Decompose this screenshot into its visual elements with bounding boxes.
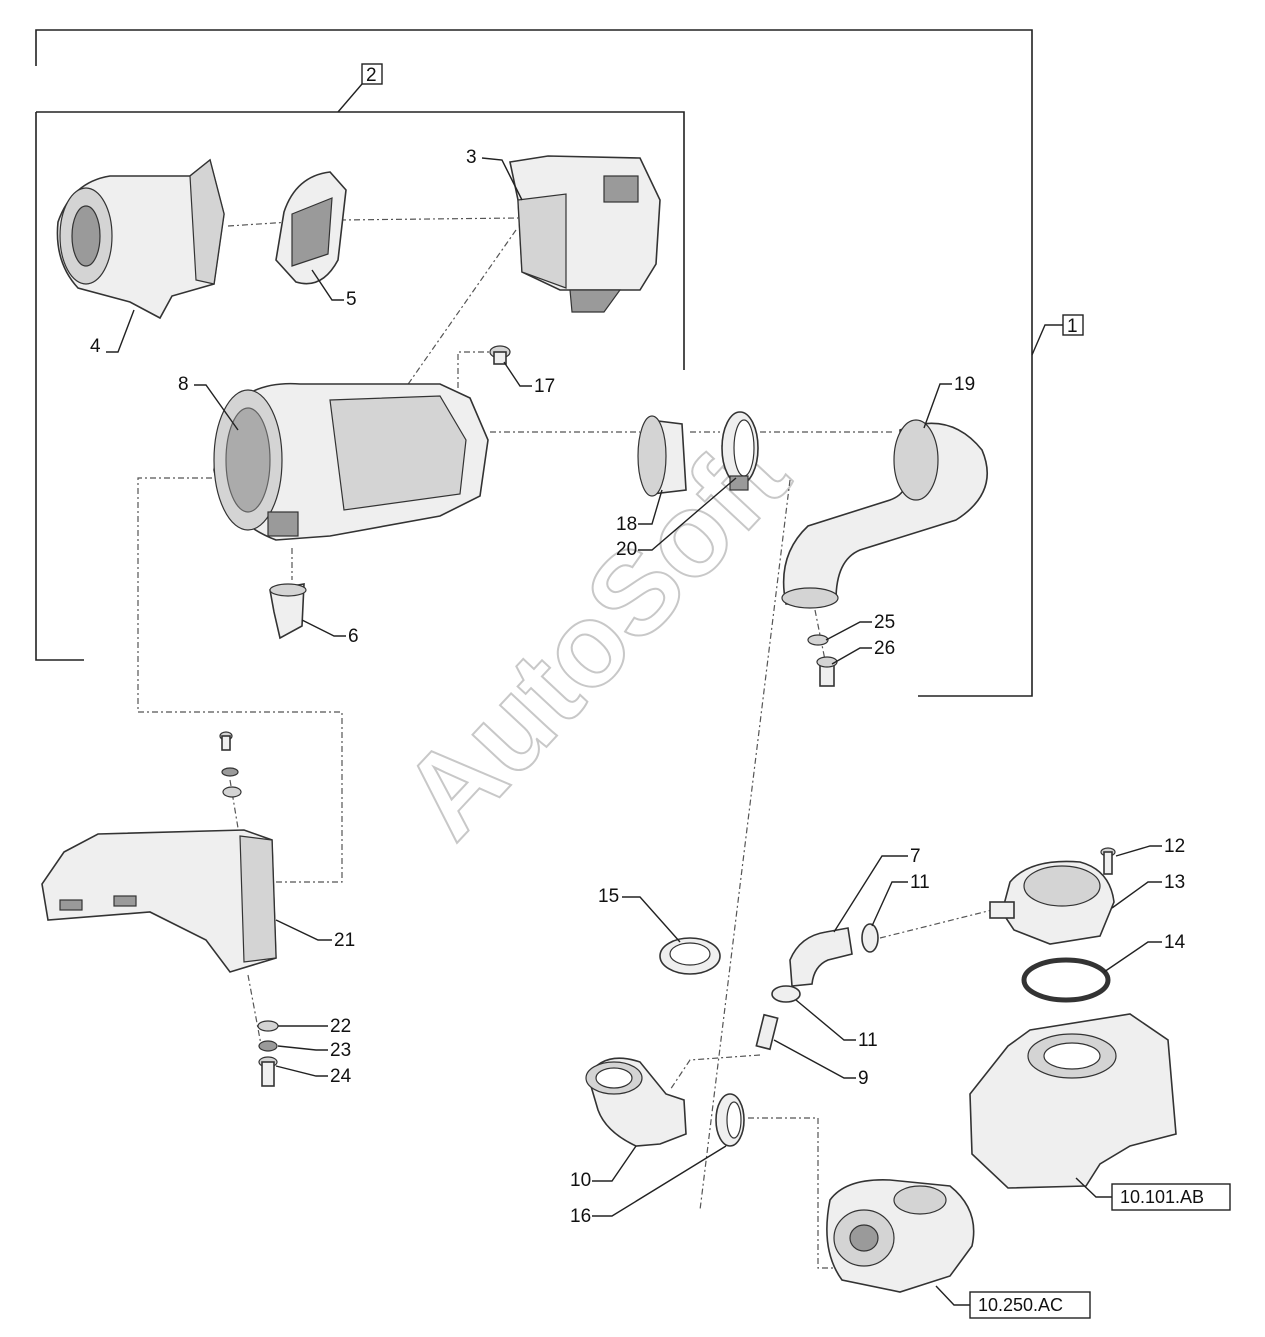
svg-text:18: 18 <box>616 514 637 535</box>
part-10-inlet-elbow <box>585 1057 687 1147</box>
part-16-clamp <box>715 1093 745 1147</box>
part-25-washer <box>807 634 829 646</box>
svg-text:14: 14 <box>1164 932 1186 953</box>
svg-text:21: 21 <box>334 930 355 951</box>
callout-20: 20 <box>616 477 737 560</box>
svg-text:9: 9 <box>858 1068 869 1089</box>
callout-25: 25 <box>825 612 895 641</box>
part-21-intake-duct <box>41 829 277 973</box>
svg-text:10: 10 <box>570 1170 591 1191</box>
svg-text:20: 20 <box>616 539 637 560</box>
part-7-breather-hose <box>789 927 853 987</box>
svg-text:19: 19 <box>954 374 975 395</box>
svg-text:15: 15 <box>598 886 619 907</box>
part-11-clamp-upper <box>861 923 879 953</box>
part-14-seal-ring <box>1021 957 1111 1003</box>
svg-text:5: 5 <box>346 289 357 310</box>
turbocharger <box>826 1179 975 1293</box>
callout-7: 7 <box>833 846 921 933</box>
part-13-breather-housing <box>989 860 1115 945</box>
svg-text:2: 2 <box>366 65 377 86</box>
svg-text:25: 25 <box>874 612 895 633</box>
part-17-knob <box>489 345 511 365</box>
callout-4: 4 <box>90 309 135 357</box>
callout-24: 24 <box>275 1065 352 1087</box>
assembly-frame <box>35 29 1033 697</box>
part-26-screw <box>816 656 838 687</box>
part-19-intake-hose <box>781 419 989 609</box>
duct-fasteners-top <box>219 731 242 798</box>
callout-3: 3 <box>466 147 523 201</box>
svg-text:16: 16 <box>570 1206 591 1227</box>
part-22-washer <box>257 1020 279 1032</box>
callout-12: 12 <box>1115 836 1185 857</box>
callout-8: 8 <box>178 374 239 431</box>
valve-cover <box>969 1013 1177 1189</box>
callout-17: 17 <box>503 361 555 397</box>
callout-21: 21 <box>275 919 355 951</box>
svg-text:7: 7 <box>910 846 921 867</box>
part-12-screw <box>1100 847 1116 875</box>
part-3-housing-end <box>509 155 661 313</box>
callout-11-lower: 11 <box>795 999 878 1051</box>
svg-text:8: 8 <box>178 374 189 395</box>
part-20-hose-clamp <box>721 411 759 491</box>
callout-23: 23 <box>277 1040 351 1061</box>
part-4-filter-cover <box>56 158 225 320</box>
subassembly-frame <box>35 111 685 661</box>
svg-text:4: 4 <box>90 336 101 357</box>
svg-text:12: 12 <box>1164 836 1185 857</box>
part-11-clamp-lower <box>771 985 801 1003</box>
callout-26: 26 <box>831 638 895 665</box>
svg-text:3: 3 <box>466 147 477 168</box>
callout-15: 15 <box>598 886 681 943</box>
callout-16: 16 <box>570 1145 727 1227</box>
part-6-drain-valve <box>269 583 307 640</box>
callout-13: 13 <box>1111 872 1185 909</box>
callout-10: 10 <box>570 1145 637 1191</box>
svg-text:11: 11 <box>858 1030 878 1051</box>
group-label-2: 2 <box>337 63 383 113</box>
reference-box-turbocharger: 10.250.AC <box>935 1285 1091 1319</box>
callout-22: 22 <box>278 1016 351 1037</box>
part-9-connector <box>755 1013 779 1051</box>
reference-box-valve-cover: 10.101.AB <box>1075 1177 1231 1211</box>
group-label-1: 1 <box>1031 314 1084 356</box>
part-15-large-clamp <box>659 937 721 975</box>
callout-5: 5 <box>311 269 357 310</box>
part-5-filter-element <box>275 171 347 285</box>
svg-text:6: 6 <box>348 626 359 647</box>
part-23-lock-washer <box>258 1040 278 1052</box>
part-18-sleeve <box>637 415 687 497</box>
callout-11-upper: 11 <box>871 872 930 927</box>
svg-text:24: 24 <box>330 1066 352 1087</box>
svg-text:23: 23 <box>330 1040 351 1061</box>
callout-14: 14 <box>1103 932 1186 973</box>
svg-text:22: 22 <box>330 1016 351 1037</box>
svg-text:10.250.AC: 10.250.AC <box>978 1295 1063 1315</box>
svg-text:17: 17 <box>534 376 555 397</box>
svg-text:11: 11 <box>910 872 930 893</box>
svg-text:26: 26 <box>874 638 895 659</box>
callout-19: 19 <box>923 374 975 429</box>
svg-text:13: 13 <box>1164 872 1185 893</box>
part-24-bolt <box>258 1056 278 1087</box>
svg-text:10.101.AB: 10.101.AB <box>1120 1187 1204 1207</box>
callout-6: 6 <box>301 619 359 647</box>
callout-9: 9 <box>773 1039 869 1089</box>
part-8-air-cleaner-body <box>213 382 489 541</box>
callout-18: 18 <box>616 489 663 535</box>
svg-text:1: 1 <box>1067 316 1078 337</box>
